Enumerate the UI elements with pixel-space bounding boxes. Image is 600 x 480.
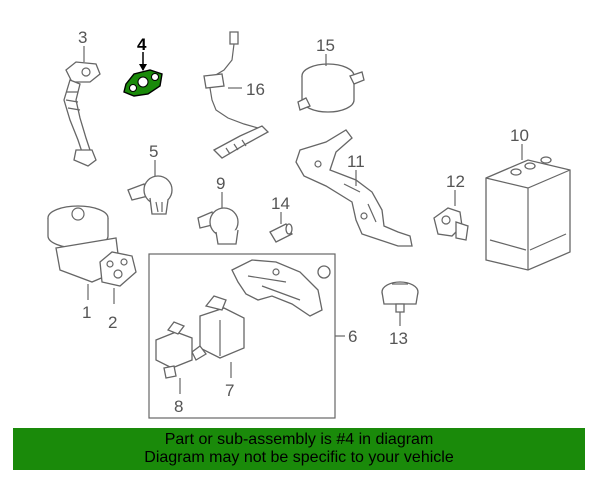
callout-7[interactable]: 7: [225, 381, 234, 400]
part-15-filter[interactable]: [297, 63, 365, 113]
arrowhead-4: [139, 64, 147, 71]
part-13-check-valve[interactable]: [381, 281, 419, 313]
part-4-gasket-highlighted[interactable]: [123, 69, 163, 97]
callout-16[interactable]: 16: [246, 80, 265, 99]
part-11-bracket[interactable]: [295, 129, 413, 247]
callout-3[interactable]: 3: [78, 28, 87, 47]
parts-diagram: 3 4 16 15 5 9: [47, 28, 571, 419]
part-3-egr-pipe[interactable]: [63, 61, 101, 167]
part-6-bracket[interactable]: [231, 259, 331, 317]
part-12-valve[interactable]: [433, 207, 469, 241]
callout-2[interactable]: 2: [108, 313, 117, 332]
info-banner: Part or sub-assembly is #4 in diagram Di…: [13, 428, 585, 470]
part-8-solenoid[interactable]: [155, 321, 193, 379]
part-9-solenoid[interactable]: [197, 207, 239, 245]
part-1-egr-valve[interactable]: [47, 205, 121, 283]
part-5-valve[interactable]: [127, 175, 173, 215]
callout-10[interactable]: 10: [510, 126, 529, 145]
callout-13[interactable]: 13: [389, 329, 408, 348]
part-7-solenoid[interactable]: [191, 295, 245, 361]
callout-5[interactable]: 5: [149, 142, 158, 161]
callout-12[interactable]: 12: [446, 172, 465, 191]
callout-4[interactable]: 4: [137, 35, 147, 54]
banner-line-1: Part or sub-assembly is #4 in diagram: [164, 431, 434, 448]
callout-8[interactable]: 8: [174, 397, 183, 416]
callout-1[interactable]: 1: [82, 303, 91, 322]
callout-15[interactable]: 15: [316, 36, 335, 55]
callout-11[interactable]: 11: [347, 152, 365, 171]
callout-14[interactable]: 14: [271, 194, 290, 213]
part-10-canister[interactable]: [485, 156, 571, 271]
part-2-gasket[interactable]: [99, 251, 137, 287]
banner-line-2: Diagram may not be specific to your vehi…: [144, 449, 454, 466]
callout-6[interactable]: 6: [348, 327, 357, 346]
part-14-fitting[interactable]: [269, 223, 293, 243]
callout-9[interactable]: 9: [216, 174, 225, 193]
part-16-oxygen-sensor[interactable]: [203, 31, 270, 159]
